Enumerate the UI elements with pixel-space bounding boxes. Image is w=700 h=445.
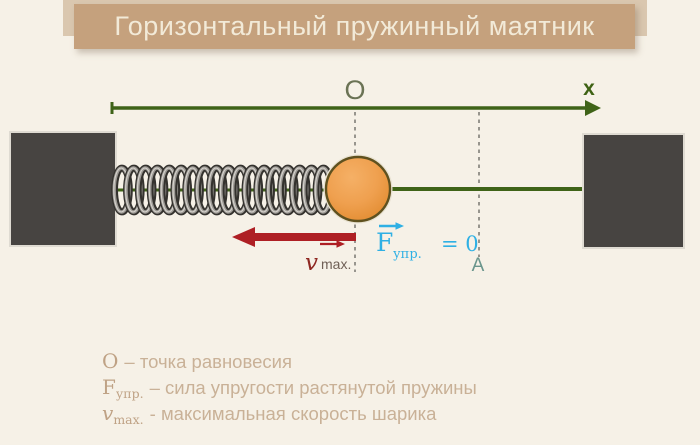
title-bar: Горизонтальный пружинный маятник: [74, 4, 635, 49]
ball-outer-ring: [323, 154, 393, 224]
legend-item-equilibrium: O– точка равновесия: [102, 348, 582, 374]
ball: [324, 155, 392, 223]
legend: O– точка равновесия Fупр. – сила упругост…: [102, 348, 582, 427]
amplitude-label: A: [472, 255, 485, 276]
spring-coil: [111, 164, 335, 216]
legend-text: - максимальная скорость шарика: [149, 403, 437, 424]
legend-symbol: O: [102, 349, 119, 373]
legend-subscript: max.: [113, 412, 144, 427]
legend-symbol: v: [102, 401, 114, 425]
force-vector-arrowhead-icon: [395, 222, 404, 230]
force-subscript: упр.: [393, 247, 422, 262]
legend-item-elastic-force: Fупр. – сила упругости растянутой пружины: [102, 374, 582, 401]
legend-subscript: упр.: [115, 386, 144, 401]
force-value: = 0: [441, 232, 479, 256]
legend-item-max-speed: vmax. - максимальная скорость шарика: [102, 400, 582, 427]
page-title: Горизонтальный пружинный маятник: [114, 11, 595, 41]
legend-text: – точка равновесия: [124, 351, 292, 372]
origin-point-label: O: [344, 75, 365, 105]
left-wall: [9, 131, 117, 247]
velocity-symbol: v: [305, 250, 318, 276]
velocity-arrowhead-icon: [232, 227, 255, 247]
x-axis-arrowhead-icon: [585, 100, 601, 116]
velocity-vector-arrowhead-icon: [336, 240, 345, 248]
force-symbol: F: [376, 228, 393, 257]
right-wall: [582, 133, 685, 249]
legend-symbol: F: [102, 375, 116, 399]
x-axis-label: x: [583, 77, 595, 100]
legend-text: – сила упругости растянутой пружины: [149, 377, 477, 398]
velocity-subscript: max.: [321, 256, 351, 272]
